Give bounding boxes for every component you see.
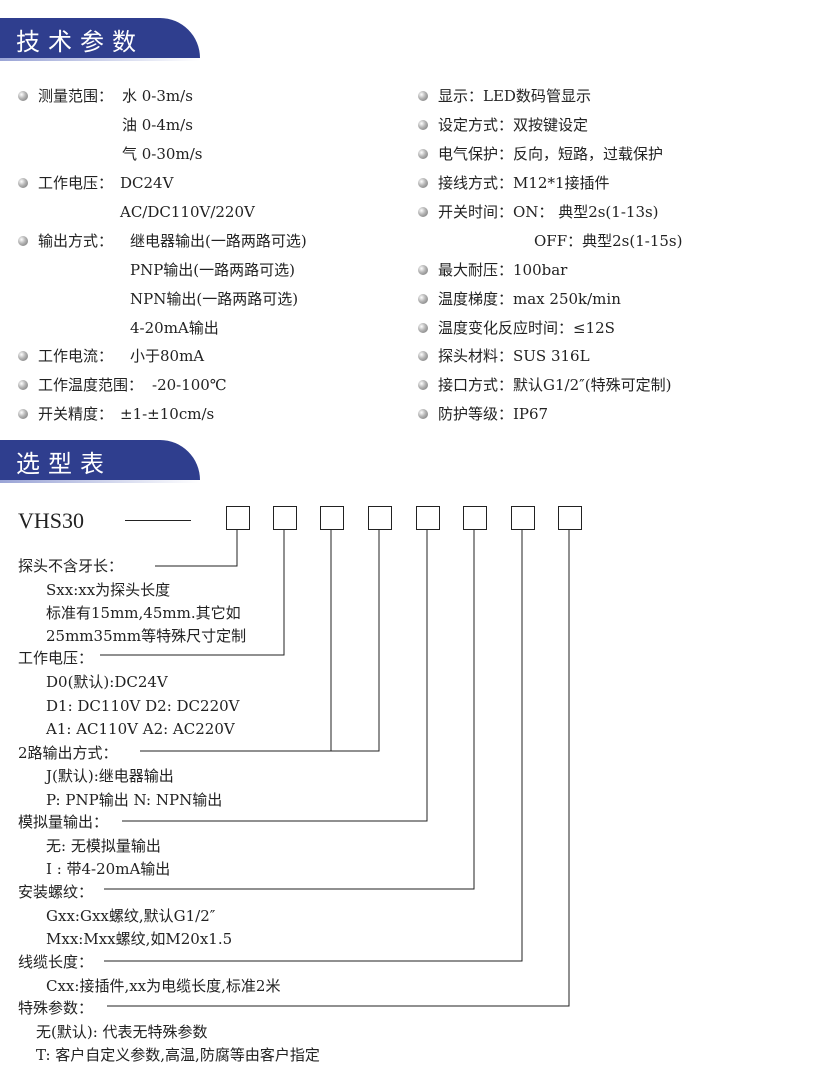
- spec-item: 接口方式：默认G1/2″(特殊可定制): [438, 376, 672, 394]
- spec-item: 设定方式：双按键设定: [438, 116, 589, 134]
- selection-option: Gxx:Gxx螺纹,默认G1/2″: [46, 907, 216, 925]
- selection-title: 安装螺纹：: [18, 883, 94, 901]
- spec-value: 继电器输出(一路两路可选): [130, 232, 307, 250]
- bullet-icon: [18, 178, 28, 188]
- code-box-5: [416, 506, 440, 530]
- selection-title: 模拟量输出：: [18, 813, 109, 831]
- bullet-icon: [418, 351, 428, 361]
- selection-option: P: PNP输出 N: NPN输出: [46, 791, 223, 809]
- code-box-2: [273, 506, 297, 530]
- spec-value: DC24V: [120, 174, 174, 192]
- bullet-icon: [18, 236, 28, 246]
- spec-section-header: 技术参数: [0, 18, 200, 61]
- selection-option: Cxx:接插件,xx为电缆长度,标准2米: [46, 977, 281, 995]
- select-section-title: 选型表: [16, 450, 112, 478]
- bullet-icon: [418, 178, 428, 188]
- selection-option: J(默认):继电器输出: [46, 767, 174, 785]
- selection-option: 标准有15mm,45mm.其它如: [46, 604, 241, 622]
- spec-value: ±1-±10cm/s: [120, 405, 215, 423]
- spec-item: 防护等级：IP67: [438, 405, 549, 423]
- code-box-6: [463, 506, 487, 530]
- bullet-icon: [18, 409, 28, 419]
- bullet-icon: [18, 351, 28, 361]
- code-box-8: [558, 506, 582, 530]
- spec-item: 电气保护：反向，短路，过载保护: [438, 145, 664, 163]
- bullet-icon: [418, 149, 428, 159]
- spec-label: 输出方式：: [38, 232, 114, 250]
- selection-title: 2路输出方式：: [18, 744, 118, 762]
- bullet-icon: [418, 120, 428, 130]
- spec-label: 工作电流：: [38, 347, 114, 365]
- selection-option: I : 带4-20mA输出: [46, 860, 171, 878]
- spec-item: 接线方式：M12*1接插件: [438, 174, 610, 192]
- spec-value: PNP输出(一路两路可选): [130, 261, 296, 279]
- bullet-icon: [418, 380, 428, 390]
- spec-item: OFF：典型2s(1-15s): [534, 232, 683, 250]
- selection-option: 25mm35mm等特殊尺寸定制: [46, 627, 247, 645]
- selection-title: 工作电压：: [18, 649, 94, 667]
- spec-item: 温度梯度：max 250k/min: [438, 290, 621, 308]
- spec-item: 探头材料：SUS 316L: [438, 347, 590, 365]
- spec-item: 最大耐压：100bar: [438, 261, 568, 279]
- spec-value: 油 0-4m/s: [122, 116, 193, 134]
- spec-value: 小于80mA: [130, 347, 205, 365]
- select-section-header: 选型表: [0, 440, 200, 483]
- spec-section-title: 技术参数: [16, 28, 144, 56]
- spec-value: -20-100℃: [152, 376, 227, 394]
- spec-value: 4-20mA输出: [130, 319, 219, 337]
- selection-title: 线缆长度：: [18, 953, 94, 971]
- spec-label: 开关精度：: [38, 405, 114, 423]
- spec-label: 工作温度范围：: [38, 376, 144, 394]
- spec-value: AC/DC110V/220V: [120, 203, 255, 221]
- selection-option: 无(默认): 代表无特殊参数: [36, 1023, 208, 1041]
- selection-option: D0(默认):DC24V: [46, 673, 168, 691]
- selection-option: Sxx:xx为探头长度: [46, 581, 171, 599]
- selection-option: 无: 无模拟量输出: [46, 837, 161, 855]
- selection-title: 特殊参数：: [18, 999, 94, 1017]
- selection-option: T: 客户自定义参数,高温,防腐等由客户指定: [36, 1046, 320, 1064]
- model-code: VHS30: [18, 508, 85, 533]
- spec-label: 工作电压：: [38, 174, 114, 192]
- selection-option: D1: DC110V D2: DC220V: [46, 697, 240, 715]
- spec-value: NPN输出(一路两路可选): [130, 290, 299, 308]
- model-dash: [125, 520, 191, 521]
- bullet-icon: [18, 91, 28, 101]
- spec-item: 显示：LED数码管显示: [438, 87, 591, 105]
- spec-item: 开关时间：ON： 典型2s(1-13s): [438, 203, 659, 221]
- bullet-icon: [418, 294, 428, 304]
- bullet-icon: [18, 380, 28, 390]
- bullet-icon: [418, 409, 428, 419]
- selection-title: 探头不含牙长：: [18, 557, 124, 575]
- code-box-3: [320, 506, 344, 530]
- bullet-icon: [418, 323, 428, 333]
- selection-option: A1: AC110V A2: AC220V: [46, 720, 235, 738]
- spec-item: 温度变化反应时间：≤12S: [438, 319, 615, 337]
- bullet-icon: [418, 91, 428, 101]
- spec-label: 测量范围：: [38, 87, 114, 105]
- spec-value: 气 0-30m/s: [122, 145, 203, 163]
- code-box-1: [226, 506, 250, 530]
- code-box-4: [368, 506, 392, 530]
- selection-option: Mxx:Mxx螺纹,如M20x1.5: [46, 930, 233, 948]
- bullet-icon: [418, 265, 428, 275]
- code-box-7: [511, 506, 535, 530]
- spec-value: 水 0-3m/s: [122, 87, 193, 105]
- bullet-icon: [418, 207, 428, 217]
